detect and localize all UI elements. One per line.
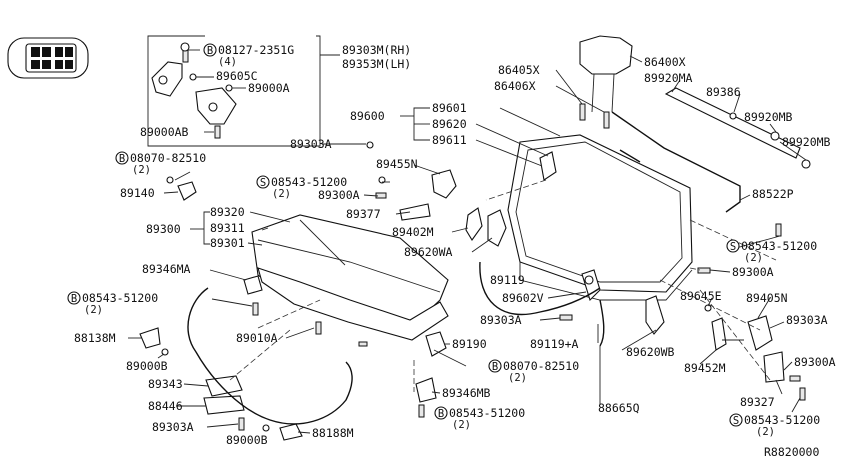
part-label: 89000A	[248, 81, 290, 95]
rear-rail	[664, 87, 801, 159]
part-label: 89000B	[126, 359, 168, 373]
small-parts	[139, 103, 811, 441]
part-label: 89303M(RH)	[342, 43, 411, 57]
part-label: 89303A	[480, 313, 522, 327]
part-label: 89346MA	[142, 262, 191, 276]
cables	[187, 111, 741, 425]
part-label: 89405N	[746, 291, 788, 305]
qty-label: (2)	[744, 252, 763, 264]
circle-markers: B B S B B B S S	[67, 43, 743, 427]
marker-b: B	[119, 153, 125, 165]
part-label: 89346MB	[442, 386, 491, 400]
part-label: 89343	[148, 377, 183, 391]
seat-cushion	[251, 214, 449, 341]
part-label: 88665Q	[598, 401, 640, 415]
part-label: 89300A	[732, 265, 774, 279]
leader-lines	[128, 55, 807, 434]
part-label: 89620WA	[404, 245, 453, 259]
part-label: 89605C	[216, 69, 258, 83]
part-label: 89119+A	[530, 337, 579, 351]
part-label: 89601	[432, 101, 467, 115]
part-label: 88188M	[312, 426, 354, 440]
part-label: 89311	[210, 221, 245, 235]
part-label: 89303A	[152, 420, 194, 434]
part-label: 89353M(LH)	[342, 57, 411, 71]
part-label: 89119	[490, 273, 525, 287]
hinge-inset-box	[147, 35, 340, 147]
part-label: 86400X	[644, 55, 686, 69]
marker-b: B	[438, 408, 444, 420]
seat-back	[507, 134, 693, 301]
headrest	[579, 35, 633, 113]
part-label: 89300	[146, 222, 181, 236]
part-label: 08070-82510	[503, 359, 579, 373]
part-label: 89140	[120, 186, 155, 200]
part-label: 89611	[432, 133, 467, 147]
part-label: 89602V	[502, 291, 544, 305]
part-label: 89620WB	[626, 345, 675, 359]
marker-b: B	[492, 361, 498, 373]
part-label: 88446	[148, 399, 183, 413]
vehicle-locator-icon	[7, 37, 89, 79]
part-label: 89920MA	[644, 71, 693, 85]
marker-s: S	[260, 177, 266, 189]
part-label: 89190	[452, 337, 487, 351]
part-label: 89920MB	[744, 110, 793, 124]
part-label: 89402M	[392, 225, 434, 239]
part-label: 86405X	[498, 63, 540, 77]
part-label: 08543-51200	[82, 291, 158, 305]
part-label: 89620	[432, 117, 467, 131]
part-label: 89300A	[318, 188, 360, 202]
part-label: 08543-51200	[744, 413, 820, 427]
part-label: 89452M	[684, 361, 726, 375]
part-label: 08070-82510	[130, 151, 206, 165]
part-label: 89301	[210, 236, 245, 250]
marker-s: S	[730, 241, 736, 253]
qty-label: (2)	[508, 372, 527, 384]
part-label: 08543-51200	[741, 239, 817, 253]
part-label: 89920MB	[782, 135, 831, 149]
marker-b: B	[207, 45, 213, 57]
part-label: 89327	[740, 395, 775, 409]
part-label: 08127-2351G	[218, 43, 294, 57]
part-label: 89000B	[226, 433, 268, 447]
part-label: 88522P	[752, 187, 794, 201]
part-label: 89300A	[794, 355, 836, 369]
part-label: 08543-51200	[449, 406, 525, 420]
qty-label: (2)	[132, 164, 151, 176]
part-label: 89303A	[290, 137, 332, 151]
qty-label: (2)	[84, 304, 103, 316]
part-label: 89000AB	[140, 125, 189, 139]
qty-label: (2)	[272, 188, 291, 200]
part-label: 89600	[350, 109, 385, 123]
part-label: 89303A	[786, 313, 828, 327]
part-label: 88138M	[74, 331, 116, 345]
marker-b: B	[71, 293, 77, 305]
part-label: 89377	[346, 207, 381, 221]
part-label: 08543-51200	[271, 175, 347, 189]
qty-label: (2)	[452, 419, 471, 431]
marker-s: S	[733, 415, 739, 427]
part-label: 86406X	[494, 79, 536, 93]
part-label: 89320	[210, 205, 245, 219]
qty-label: (4)	[218, 56, 237, 68]
qty-label: (2)	[756, 426, 775, 438]
reference-code: R8820000	[764, 445, 819, 459]
part-labels: 08127-2351G (4) 89303M(RH) 89353M(LH) 89…	[74, 43, 836, 459]
part-label: 89645E	[680, 289, 722, 303]
part-label: 89386	[706, 85, 741, 99]
part-label: 89455N	[376, 157, 418, 171]
part-label: 89010A	[236, 331, 278, 345]
